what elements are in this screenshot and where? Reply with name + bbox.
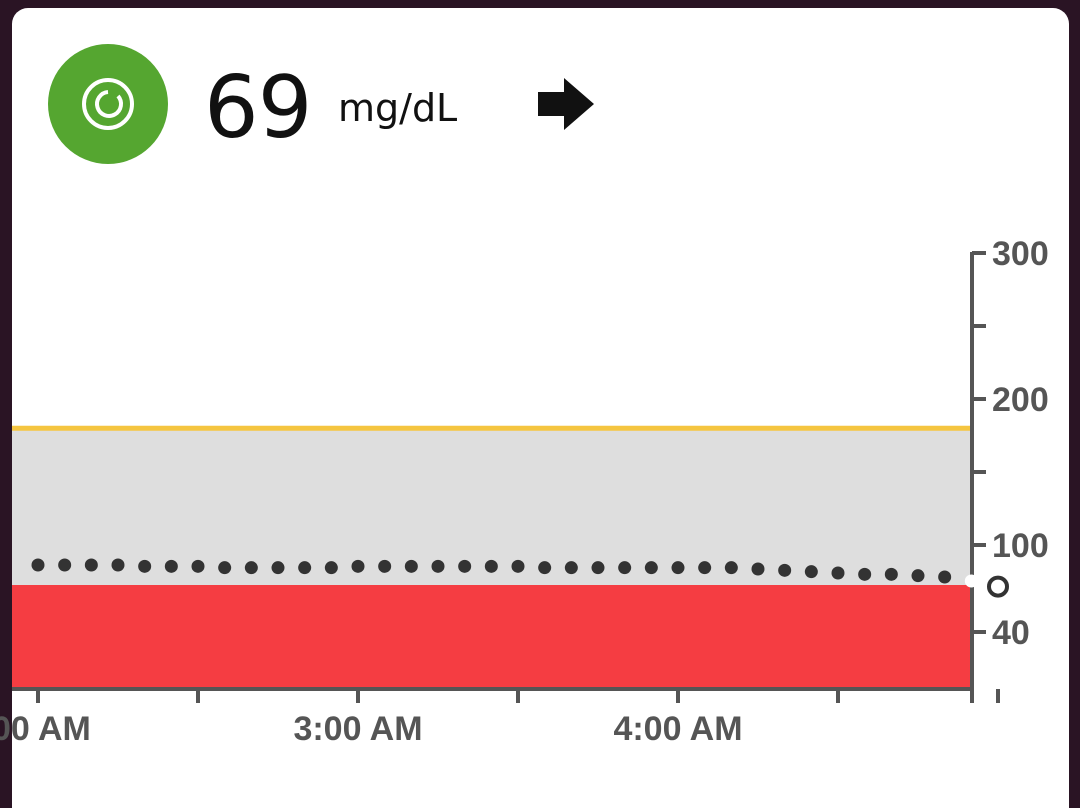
data-point [618, 561, 632, 575]
data-point [911, 569, 925, 583]
data-point [778, 563, 792, 577]
data-point [724, 561, 738, 575]
data-point [831, 566, 845, 580]
data-point [431, 559, 445, 573]
glucose-unit: mg/dL [338, 86, 458, 130]
data-point [84, 558, 98, 572]
data-point [378, 559, 392, 573]
data-point [484, 559, 498, 573]
sensor-icon[interactable] [48, 44, 168, 164]
x-tick-label: 00 AM [0, 710, 91, 748]
data-point [218, 561, 232, 575]
data-point [138, 559, 152, 573]
y-tick-label: 300 [992, 235, 1049, 273]
data-point [804, 565, 818, 579]
data-point [458, 559, 472, 573]
data-point [538, 561, 552, 575]
low-zone [12, 585, 972, 689]
target-zone [12, 428, 972, 585]
data-point [964, 574, 978, 588]
data-point [858, 567, 872, 581]
data-point [111, 558, 125, 572]
data-point [324, 561, 338, 575]
data-point [564, 561, 578, 575]
data-point [698, 561, 712, 575]
y-tick-label: 200 [992, 381, 1049, 419]
sensor-ring-icon [82, 78, 134, 130]
data-point [31, 558, 45, 572]
y-tick-label: 100 [992, 527, 1049, 565]
data-point [671, 561, 685, 575]
data-point [164, 559, 178, 573]
data-point [751, 562, 765, 576]
data-point [938, 570, 952, 584]
data-point [271, 561, 285, 575]
data-point [298, 561, 312, 575]
data-point [884, 567, 898, 581]
x-tick-label: 3:00 AM [293, 710, 422, 748]
data-point [644, 561, 658, 575]
data-point [58, 558, 72, 572]
y-tick-label: 40 [992, 614, 1030, 652]
x-tick-label: 4:00 AM [613, 710, 742, 748]
current-reading-point [987, 575, 1009, 598]
arrow-right-icon [538, 78, 594, 130]
data-point [244, 561, 258, 575]
data-point [591, 561, 605, 575]
data-point [351, 559, 365, 573]
data-point [511, 559, 525, 573]
data-point [404, 559, 418, 573]
data-point [191, 559, 205, 573]
glucose-value: 69 [204, 58, 312, 158]
